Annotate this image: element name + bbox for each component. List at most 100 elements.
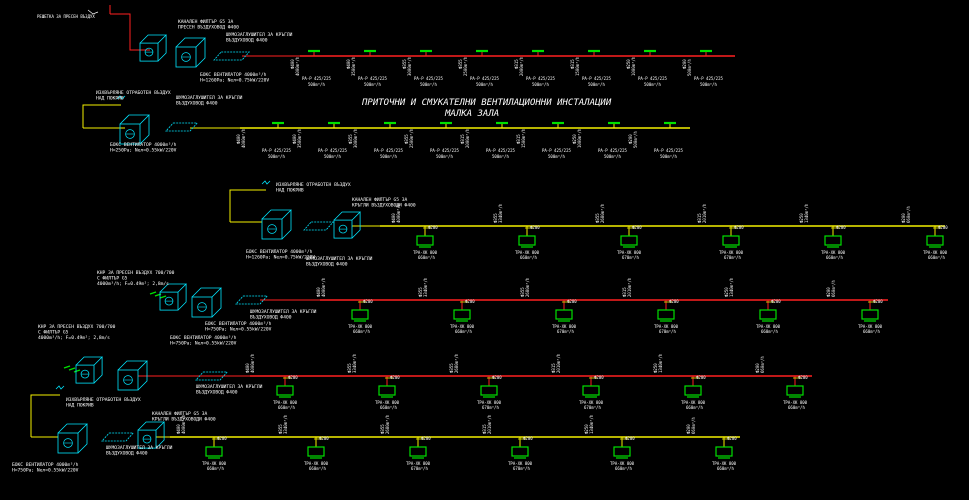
supply-duct-size-3: Ф355	[402, 59, 407, 69]
exhaust-duct-size-5: Ф315	[460, 134, 465, 144]
exhaust-terminal-5: РА-Р 425/225	[486, 148, 515, 153]
supply-duct-size-1: Ф400	[290, 59, 295, 69]
exhaust-flow-8: 500m³/h	[633, 131, 638, 148]
supply3-tag-2: Ф200	[390, 375, 400, 380]
bottom-duct-size-3: Ф355	[380, 424, 385, 434]
supply3-tag-1: Ф200	[288, 375, 298, 380]
supply-flow-6: 1500m³/h	[575, 56, 580, 76]
exhaust-flow-4: 2500m³/h	[409, 128, 414, 148]
mid-unit-box-5	[824, 235, 842, 246]
supply2-unit-q-3: 670m³/h	[557, 329, 574, 334]
bottom-tag-4: Ф200	[523, 436, 533, 441]
supply-flow-1: 4000m³/h	[295, 56, 300, 76]
bottom-unit-box-4	[511, 446, 529, 457]
bottom-fan-box	[57, 423, 88, 454]
bottom-outlet-label-1: ИЗХВЪРЛЯНЕ ОТРАБОТЕН ВЪЗДУХ	[66, 397, 141, 403]
labels: ПРИТОЧНИ И СМУКАТЕЛНИ ВЕНТИЛАЦИОННИ ИНСТ…	[12, 14, 948, 474]
supply3-filter-box-top	[75, 356, 104, 366]
supply2-flow-4: 2010m³/h	[627, 277, 632, 297]
mid-fan-box-side	[281, 210, 292, 240]
exhaust-fan-box-top	[119, 114, 150, 125]
mid-unit-model-1: ТРА-ХК 800	[413, 250, 438, 255]
supply-silencer	[213, 51, 251, 61]
bottom-filter-box-top	[137, 421, 166, 431]
bottom-tag-3: Ф200	[421, 436, 431, 441]
supply3-duct-size-3: Ф355	[449, 363, 454, 373]
bottom-duct-size-5: Ф250	[584, 424, 589, 434]
mid-unit-box-3	[620, 235, 638, 246]
bottom-flow-3: 2680m³/h	[385, 414, 390, 434]
supply3-flow-5: 1340m³/h	[658, 353, 663, 373]
supply2-tag-2: Ф200	[465, 299, 475, 304]
exhaust-fan-box-front	[119, 123, 141, 145]
supply-terminal-q-8: 500m³/h	[700, 82, 717, 87]
exhaust-terminal-q-3: 500m³/h	[380, 154, 397, 159]
mid-unit-box-6	[926, 235, 944, 246]
bottom-outlet-zigzag	[55, 385, 65, 390]
supply3-unit-q-2: 660m³/h	[380, 405, 397, 410]
mid-unit-q-2: 660m³/h	[520, 255, 537, 260]
exhaust-terminal-q-8: 500m³/h	[660, 154, 677, 159]
supply-terminal-8: РА-Р 425/225	[694, 76, 723, 81]
terminals	[205, 49, 944, 459]
exhaust-fan-box	[119, 114, 150, 145]
bottom-unit-q-5: 660m³/h	[615, 466, 632, 471]
supply3-fan-box-top	[117, 360, 148, 371]
supply2-flow-6: 660m³/h	[831, 280, 836, 297]
mid-fan-box	[261, 209, 292, 240]
supply-duct-size-4: Ф355	[458, 59, 463, 69]
exhaust-flow-2: 3500m³/h	[297, 128, 302, 148]
supply2-tag-6: Ф200	[873, 299, 883, 304]
exhaust-terminal-3: РА-Р 425/225	[374, 148, 403, 153]
mid-outlet-duct	[229, 189, 266, 222]
mid-flow-2: 3340m³/h	[498, 203, 503, 223]
bottom-unit-model-5: ТРА-ХК 800	[610, 461, 635, 466]
bottom-flow-6: 660m³/h	[691, 417, 696, 434]
exhaust-duct-size-7: Ф250	[572, 134, 577, 144]
supply2-unit-q-6: 660m³/h	[863, 329, 880, 334]
supply-terminal-5: РА-Р 425/225	[526, 76, 555, 81]
exhaust-terminal-q-4: 500m³/h	[436, 154, 453, 159]
bottom-silencer-label-2: ВЪЗДУХОВОД Ф400	[106, 451, 148, 457]
bottom-tag-6: Ф200	[727, 436, 737, 441]
mid-unit-q-1: 660m³/h	[418, 255, 435, 260]
exhaust-flow-7: 1000m³/h	[577, 128, 582, 148]
supply3-flow-6: 660m³/h	[760, 356, 765, 373]
supply2-intake-3	[159, 295, 167, 299]
supply-fan-box-front	[175, 46, 197, 68]
supply2-duct-size-1: Ф400	[316, 287, 321, 297]
mid-duct-size-1: Ф400	[391, 213, 396, 223]
bottom-fan-label-2: H=750Pa; Nел=0.55kW/220V	[12, 468, 79, 474]
supply2-unit-box-6	[861, 309, 879, 320]
exhaust-silencer-label-2: ВЪЗДУХОВОД Ф400	[176, 101, 218, 107]
bottom-unit-q-1: 660m³/h	[207, 466, 224, 471]
mid-outlet-label-2: НАД ПОКРИВ	[276, 188, 304, 194]
mid-tag-4: Ф200	[734, 225, 744, 230]
exhaust-terminal-4: РА-Р 425/225	[430, 148, 459, 153]
supply3-filter-box	[75, 356, 104, 384]
mid-filter-label-1: КАНАЛЕН ФИЛТЪР G5 ЗА	[352, 197, 408, 203]
bottom-duct-size-6: Ф200	[686, 424, 691, 434]
supply-filter-box-side	[157, 35, 167, 62]
bottom-silencer	[101, 432, 135, 442]
exhaust-outlet-label-2: НАД ПОКРИВ	[96, 96, 124, 102]
supply2-fan-box-top	[191, 287, 222, 298]
mid-tag-3: Ф200	[632, 225, 642, 230]
supply-terminal-q-7: 500m³/h	[644, 82, 661, 87]
supply2-unit-q-2: 660m³/h	[455, 329, 472, 334]
supply2-filter-box	[159, 283, 188, 311]
supply-terminal-q-5: 500m³/h	[532, 82, 549, 87]
supply2-silencer	[235, 295, 269, 305]
exhaust-terminal-q-1: 500m³/h	[268, 154, 285, 159]
mid-tag-5: Ф200	[836, 225, 846, 230]
bottom-filter-box-side	[155, 422, 165, 449]
supply-duct-size-2: Ф400	[346, 59, 351, 69]
supply-terminal-q-2: 500m³/h	[364, 82, 381, 87]
exhaust-outlet-zigzag	[116, 95, 126, 100]
supply2-unit-q-1: 660m³/h	[353, 329, 370, 334]
mid-outlet-zigzag	[261, 180, 271, 185]
supply3-duct-size-6: Ф200	[755, 363, 760, 373]
supply-flow-2: 3500m³/h	[351, 56, 356, 76]
supply2-duct-size-2: Ф355	[418, 287, 423, 297]
supply-fan-box	[175, 37, 206, 68]
